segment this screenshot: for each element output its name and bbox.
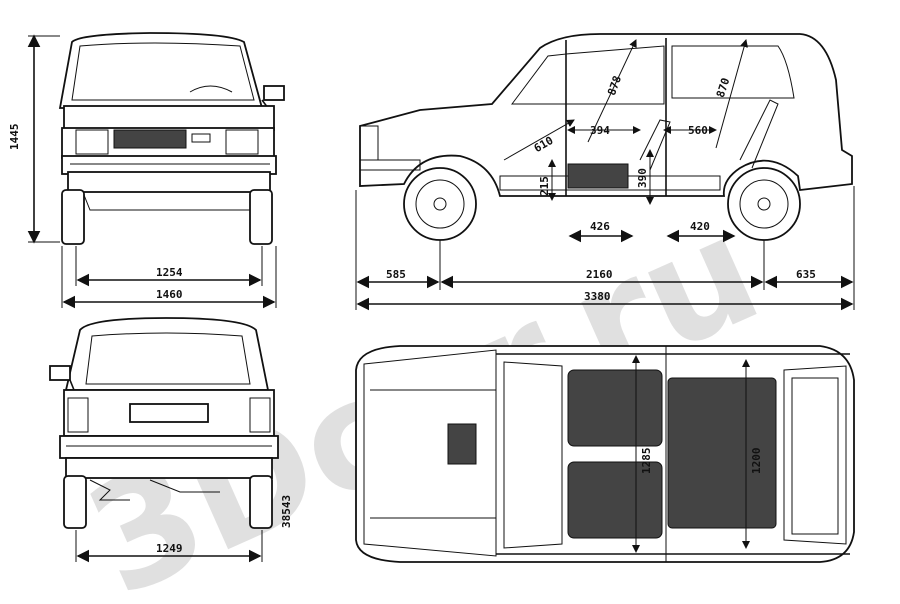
top-width-front-label: 1285 [640, 448, 653, 475]
side-front-seat-depth-label: 426 [590, 220, 610, 233]
front-width-label: 1460 [156, 288, 183, 301]
front-height-label: 1445 [8, 124, 21, 151]
side-rear-overhang-label: 635 [796, 268, 816, 281]
side-rear-seat-depth-label: 420 [690, 220, 710, 233]
rear-wheel [727, 167, 801, 241]
side-seat-height-rear-label: 390 [636, 168, 649, 188]
top-width-rear-label: 1200 [750, 448, 763, 475]
side-headroom-rear-label: 870 [714, 76, 733, 99]
side-front-to-seat-label: 394 [590, 124, 610, 137]
front-grille [113, 129, 187, 149]
side-headroom-front-label: 878 [605, 74, 624, 97]
rear-code-label: 38543 [280, 495, 293, 528]
side-rear-leg-label: 560 [688, 124, 708, 137]
rear-plate [129, 403, 209, 423]
front-view: 1445 1254 1460 [8, 32, 285, 309]
side-front-overhang-label: 585 [386, 268, 406, 281]
side-wheelbase-label: 2160 [586, 268, 613, 281]
top-vent [447, 423, 477, 465]
front-wheel [403, 167, 477, 241]
side-seat-height-label: 215 [538, 176, 551, 196]
front-track-label: 1254 [156, 266, 183, 279]
front-seat-left [567, 369, 663, 447]
side-length-label: 3380 [584, 290, 611, 303]
rear-view: 38543 1249 [49, 317, 293, 563]
side-view: 610 878 870 394 560 215 390 426 420 585 … [355, 33, 855, 311]
top-view: 1285 1200 [355, 345, 855, 563]
rear-track-label: 1249 [156, 542, 183, 555]
